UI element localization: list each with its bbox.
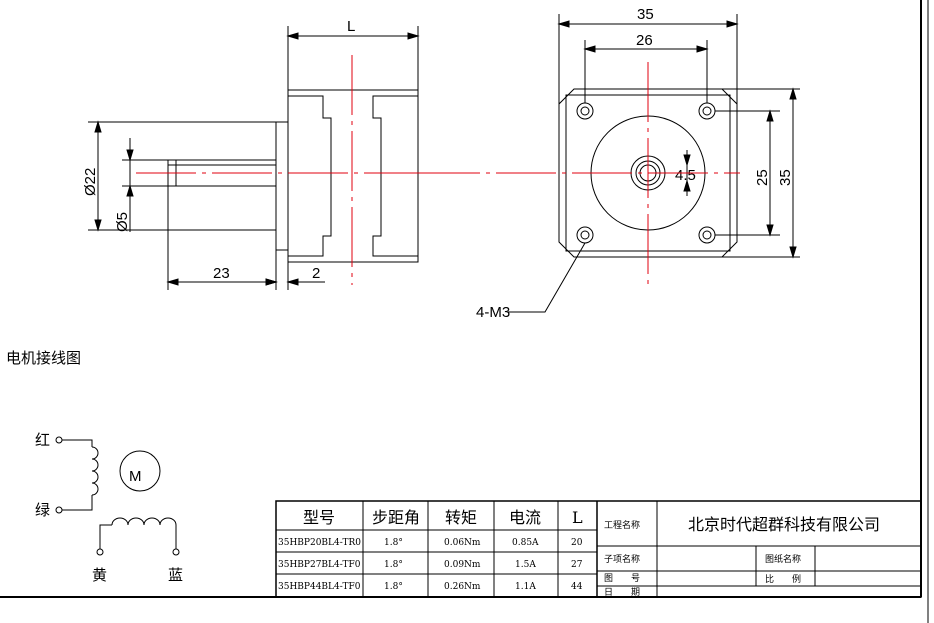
dim-23-label: 23 <box>213 265 230 282</box>
table-cell-L: 27 <box>571 560 583 570</box>
table-cell-step: 1.8° <box>384 582 403 592</box>
table-cell-torque: 0.09Nm <box>444 560 481 570</box>
side-view-dims <box>88 26 420 290</box>
table-cell-current: 1.1A <box>515 582 536 592</box>
company-name: 北京时代超群科技有限公司 <box>688 515 880 534</box>
front-view-dims <box>508 14 800 313</box>
dim-d5-label: Ø5 <box>114 212 131 232</box>
dim-2-label: 2 <box>312 265 320 282</box>
table-cell-model: 35HBP20BL4-TR0 <box>278 538 361 548</box>
dim-35-top-label: 35 <box>637 6 654 23</box>
table-cell-L: 44 <box>571 582 583 592</box>
drawing-no-label: 图 号 <box>604 573 640 584</box>
wire-red-label: 红 <box>35 431 50 449</box>
title-block: 工程名称 北京时代超群科技有限公司 子项名称 图纸名称 图 号 比 例 日 期 <box>604 515 880 598</box>
table-header-cell: 电流 <box>509 508 541 527</box>
dim-45-label: 4.5 <box>675 167 696 184</box>
table-cell-model: 35HBP27BL4-TF0 <box>278 560 361 570</box>
table-cell-step: 1.8° <box>384 538 403 548</box>
wire-yellow-label: 黄 <box>92 566 107 584</box>
wiring-diagram <box>55 436 180 556</box>
dim-d22-label: Ø22 <box>82 168 99 196</box>
table-header-cell: 步距角 <box>372 508 420 527</box>
date-label: 日 期 <box>604 587 640 598</box>
dim-26-label: 26 <box>636 32 653 49</box>
table-header-cell: L <box>572 508 583 527</box>
table-cell-torque: 0.06Nm <box>444 538 481 548</box>
spec-table-row: 35HBP20BL4-TR0 1.8° 0.06Nm 0.85A 20 <box>278 538 583 548</box>
table-cell-current: 1.5A <box>515 560 536 570</box>
wire-blue-label: 蓝 <box>168 566 183 584</box>
table-cell-current: 0.85A <box>512 538 539 548</box>
spec-table <box>275 500 922 598</box>
table-header-cell: 型号 <box>303 508 335 527</box>
table-cell-model: 35HBP44BL4-TF0 <box>278 582 361 592</box>
spec-table-row: 35HBP27BL4-TF0 1.8° 0.09Nm 1.5A 27 <box>278 560 583 570</box>
mount-holes-label: 4-M3 <box>476 304 510 321</box>
scale-label: 比 例 <box>765 573 801 585</box>
dim-L-label: L <box>347 18 355 35</box>
spec-table-row: 35HBP44BL4-TF0 1.8° 0.26Nm 1.1A 44 <box>278 582 583 592</box>
table-cell-torque: 0.26Nm <box>444 582 481 592</box>
drawing-name-label: 图纸名称 <box>765 553 801 565</box>
centerlines <box>136 55 740 285</box>
subproject-label: 子项名称 <box>604 553 640 565</box>
wiring-title: 电机接线图 <box>6 349 81 367</box>
project-label: 工程名称 <box>604 519 640 531</box>
table-cell-L: 20 <box>571 538 583 548</box>
wire-green-label: 绿 <box>35 501 50 519</box>
motor-symbol: M <box>129 468 142 485</box>
table-header-cell: 转矩 <box>445 508 477 527</box>
dim-25-label: 25 <box>754 169 771 186</box>
spec-table-header: 型号 步距角 转矩 电流 L <box>303 508 583 527</box>
dim-35-right-label: 35 <box>777 169 794 186</box>
side-view <box>167 89 419 263</box>
table-cell-step: 1.8° <box>384 560 403 570</box>
